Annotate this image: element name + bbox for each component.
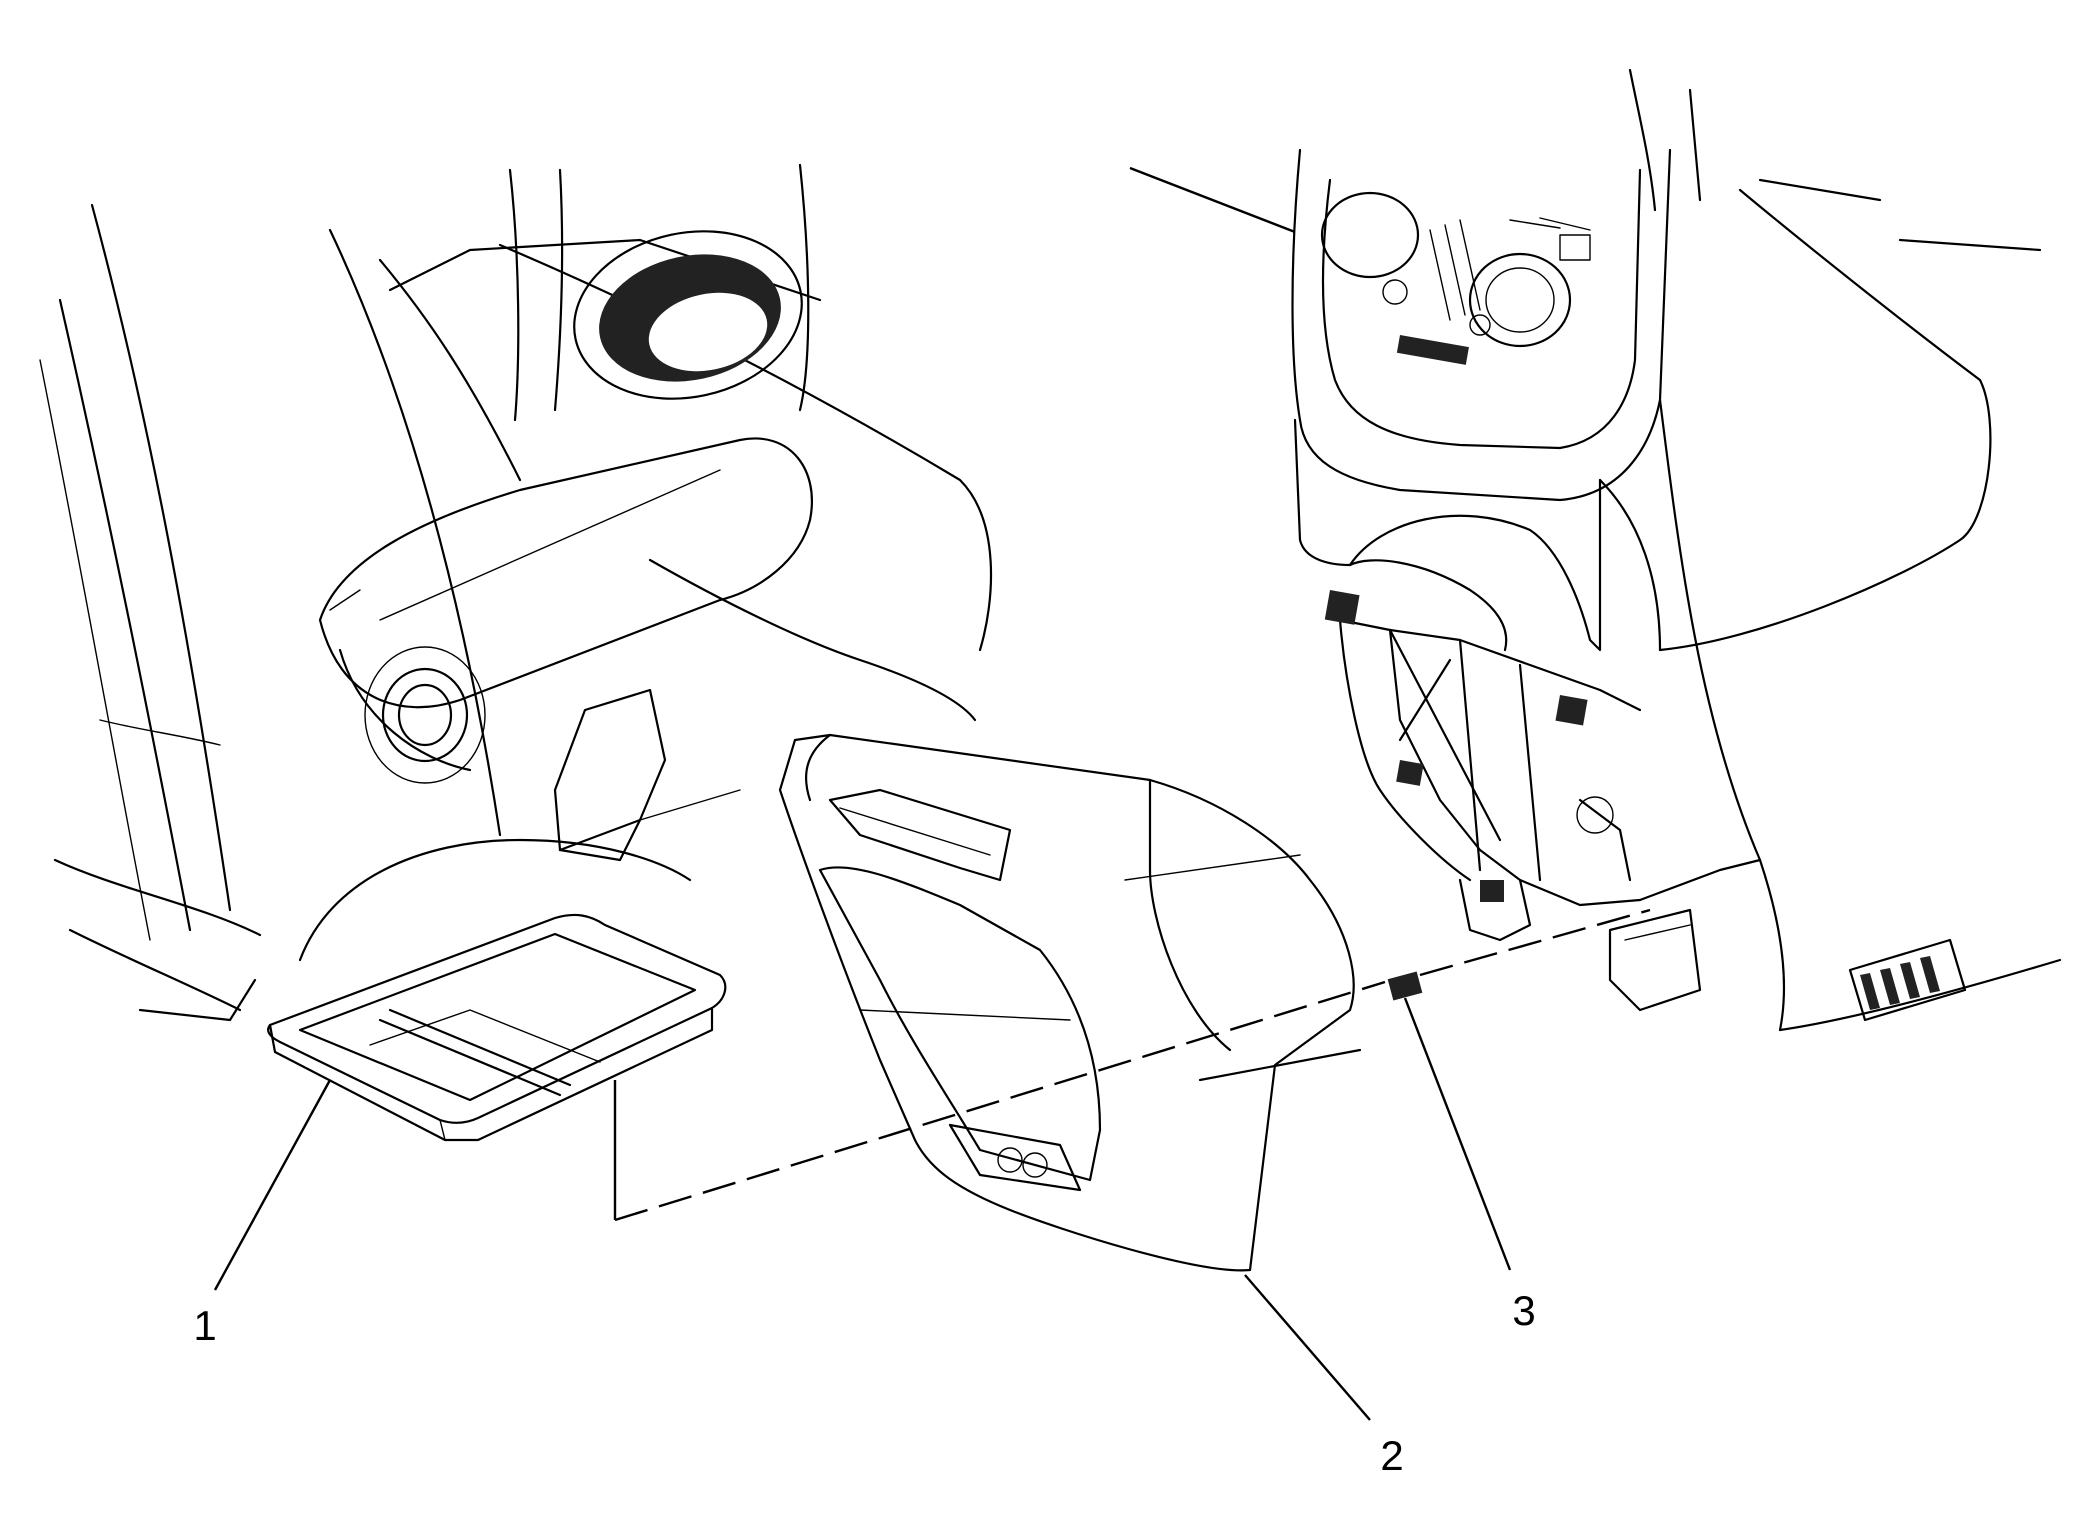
speaker-grille [573, 230, 803, 400]
retainer-clip-part-3 [1387, 971, 1423, 1001]
console-trim-panel-part-2 [778, 733, 1362, 1272]
seat-and-door-area [39, 163, 993, 1022]
callout-1-label: 1 [193, 1302, 216, 1349]
mounting-bracket [1324, 590, 1642, 942]
seat-belt-buckle [553, 688, 741, 862]
armrest [318, 437, 813, 784]
callout-3-label: 3 [1512, 1287, 1535, 1334]
callout-2-label: 2 [1380, 1432, 1403, 1479]
center-stack-assembly [1129, 68, 2062, 1032]
storage-tray-part-1 [267, 913, 727, 1142]
leader-lines [213, 908, 1651, 1421]
climate-controls [1320, 191, 1591, 365]
air-vent [1848, 938, 1967, 1022]
